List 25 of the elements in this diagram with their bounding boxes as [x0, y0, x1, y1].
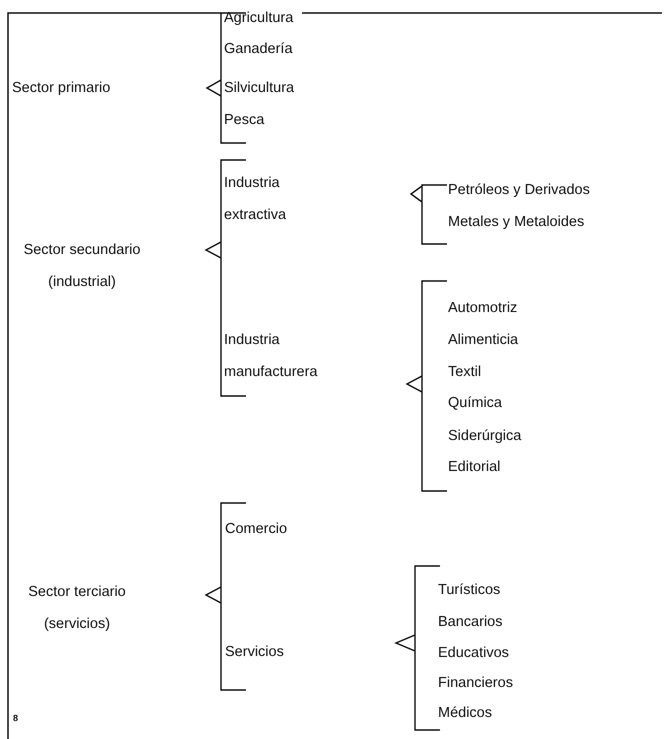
category-label: Automotriz	[448, 299, 518, 318]
category-label: Industria manufacturera	[224, 331, 318, 382]
category-label: Médicos	[438, 704, 492, 723]
category-label: Alimenticia	[448, 331, 518, 350]
category-label: Industria extractiva	[224, 174, 288, 225]
category-label: Metales y Metaloides	[448, 213, 584, 232]
category-label: Editorial	[448, 458, 500, 477]
category-label: Comercio	[225, 520, 288, 539]
category-label: Pesca	[224, 111, 264, 130]
category-label: Bancarios	[438, 613, 502, 632]
category-label: Servicios	[225, 643, 284, 662]
category-label: Petróleos y Derivados	[448, 181, 590, 200]
category-label: Silvicultura	[224, 79, 294, 98]
category-label: Sector terciario (servicios)	[27, 583, 127, 634]
category-label: Textil	[448, 363, 482, 382]
category-label: Financieros	[438, 674, 513, 693]
category-label: Ganadería	[224, 40, 293, 59]
category-label: Sector primario	[12, 79, 110, 98]
page-number: 8	[13, 712, 18, 724]
category-label: Sector secundario (industrial)	[22, 241, 142, 292]
category-label: Educativos	[438, 644, 509, 663]
category-label: Química	[448, 394, 502, 413]
category-label: Siderúrgica	[448, 427, 522, 446]
category-label: Agricultura	[224, 9, 294, 28]
category-label: Turísticos	[438, 581, 500, 600]
